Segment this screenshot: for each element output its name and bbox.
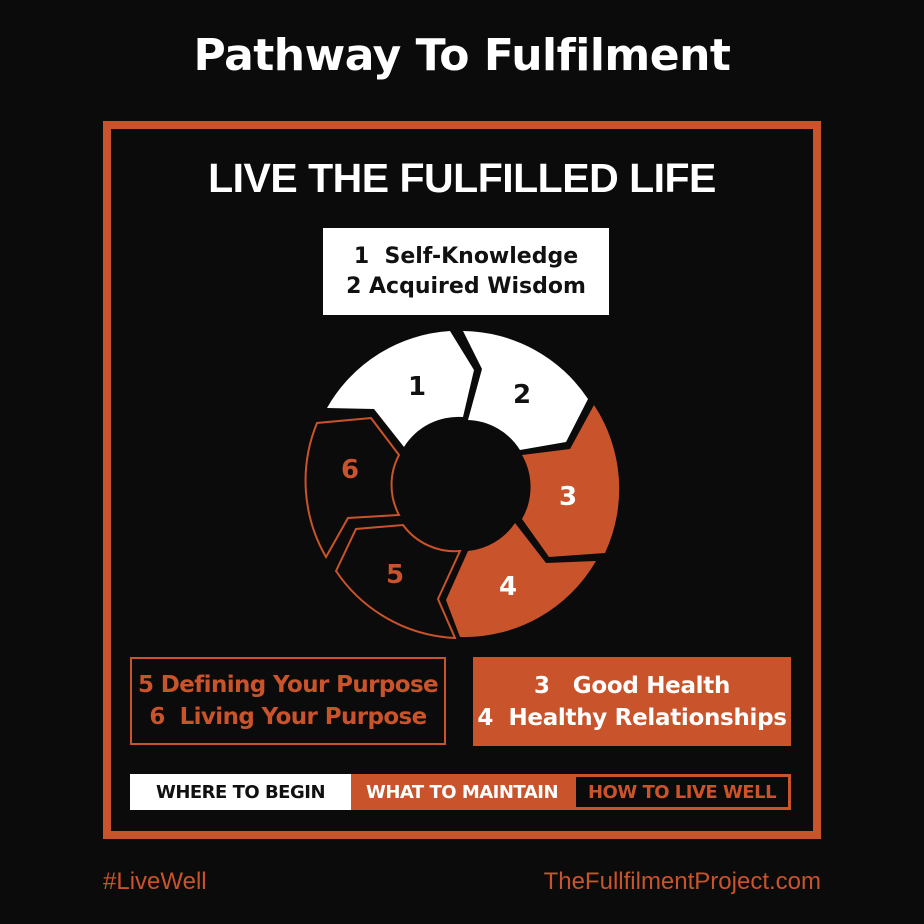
wheel-segment-1: 1 bbox=[327, 331, 474, 447]
start-item-acquired-wisdom: 2 Acquired Wisdom bbox=[346, 273, 586, 299]
wheel-segment-2: 2 bbox=[463, 331, 588, 450]
wheel-segment-6: 6 bbox=[304, 416, 401, 560]
wheel-segment-1-label: 1 bbox=[408, 372, 426, 402]
where-to-begin-box: 1 Self-Knowledge 2 Acquired Wisdom bbox=[323, 228, 609, 315]
what-to-maintain-box: 3 Good Health 4 Healthy Relationships bbox=[473, 657, 791, 746]
wheel-center bbox=[398, 423, 522, 547]
hashtag: #LiveWell bbox=[103, 868, 207, 895]
wheel-segment-5: 5 bbox=[334, 523, 462, 640]
legend-bar: WHERE TO BEGIN WHAT TO MAINTAIN HOW TO L… bbox=[130, 774, 791, 810]
wheel-segment-3: 3 bbox=[522, 405, 620, 557]
legend-where-to-begin: WHERE TO BEGIN bbox=[130, 774, 351, 810]
maintain-item-good-health: 3 Good Health bbox=[533, 672, 731, 699]
pathway-wheel: 1 2 3 4 5 6 bbox=[304, 331, 620, 640]
maintain-item-relationships: 4 Healthy Relationships bbox=[477, 704, 787, 731]
website-link[interactable]: TheFullfilmentProject.com bbox=[543, 868, 821, 895]
wheel-segment-4-label: 4 bbox=[499, 572, 517, 602]
wheel-segment-5-label: 5 bbox=[386, 560, 404, 590]
legend-how-to-live-well: HOW TO LIVE WELL bbox=[573, 774, 791, 810]
wheel-segment-3-label: 3 bbox=[559, 482, 577, 512]
purpose-item-living: 6 Living Your Purpose bbox=[149, 704, 427, 730]
start-item-self-knowledge: 1 Self-Knowledge bbox=[353, 243, 579, 269]
wheel-segment-6-label: 6 bbox=[341, 455, 359, 485]
page-title: Pathway To Fulfilment bbox=[193, 30, 731, 81]
wheel-segment-4: 4 bbox=[446, 523, 596, 638]
wheel-segment-2-label: 2 bbox=[513, 380, 531, 410]
how-to-live-well-box: 5 Defining Your Purpose 6 Living Your Pu… bbox=[130, 657, 446, 745]
legend-what-to-maintain: WHAT TO MAINTAIN bbox=[351, 774, 573, 810]
purpose-item-defining: 5 Defining Your Purpose bbox=[137, 672, 439, 698]
panel-headline: LIVE THE FULFILLED LIFE bbox=[208, 155, 716, 201]
